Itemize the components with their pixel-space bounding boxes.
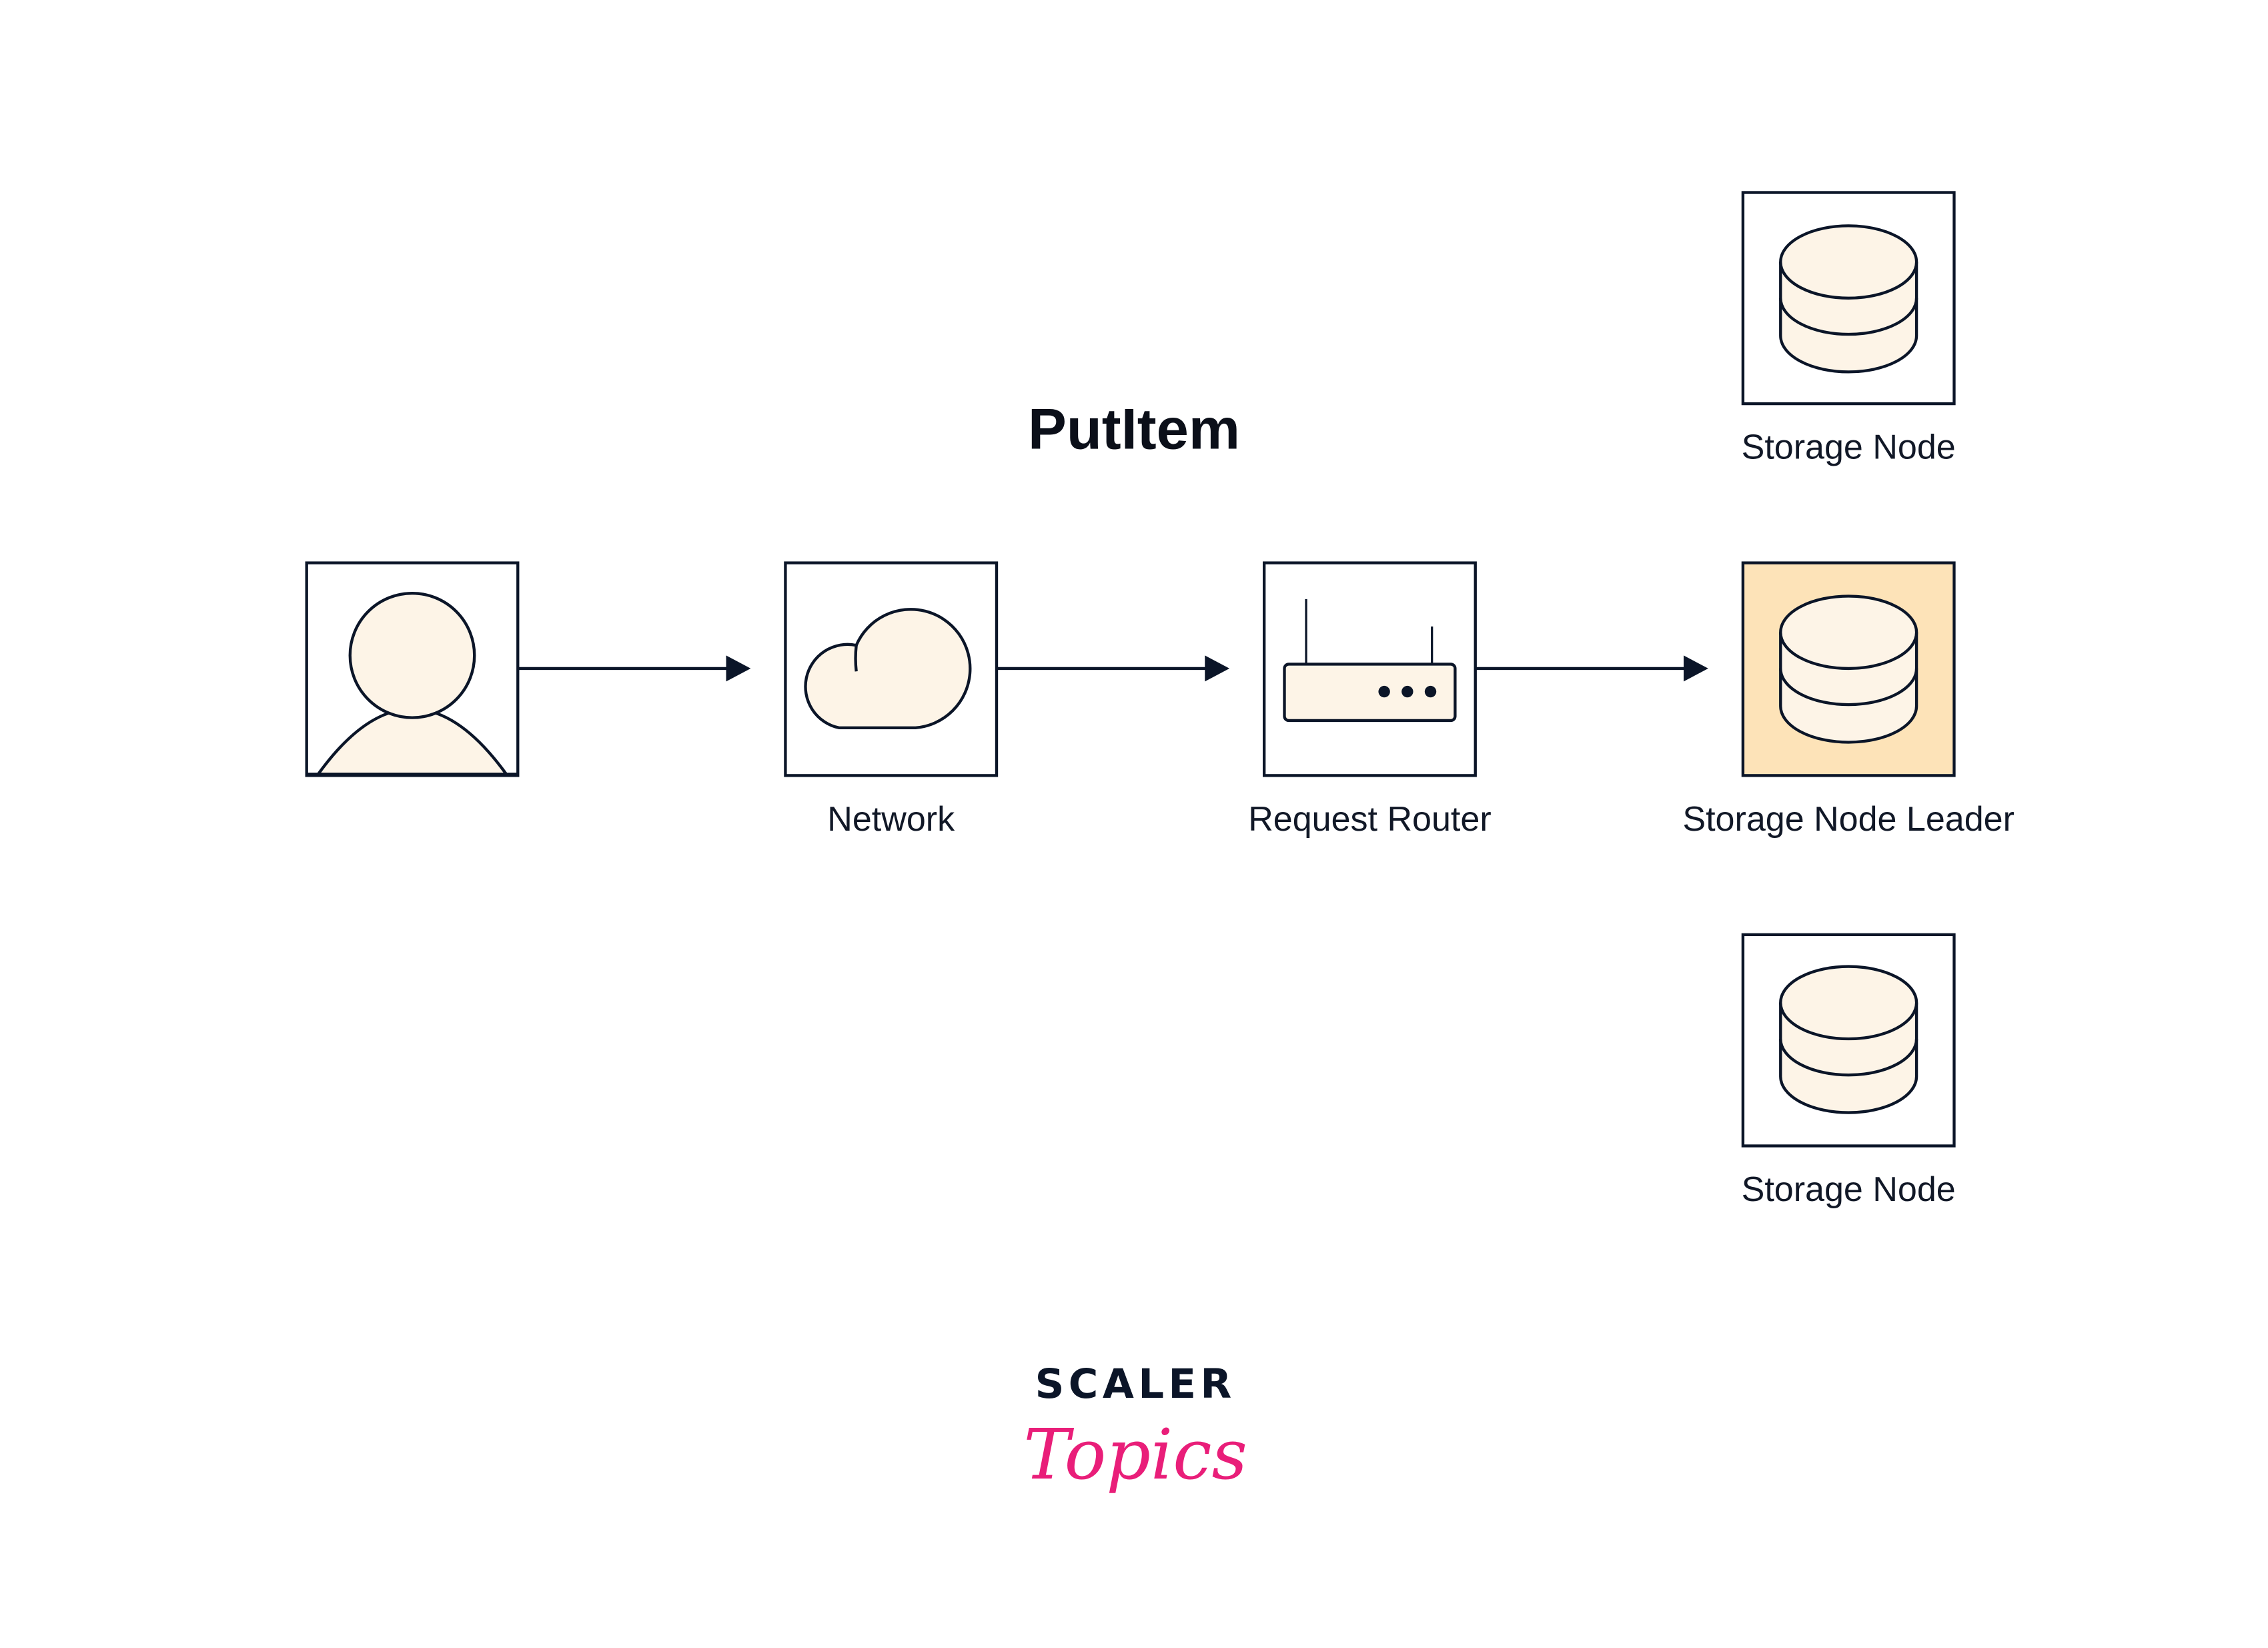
edge-user-network: [518, 655, 751, 682]
node-label-router: Request Router: [1248, 800, 1491, 839]
node-label-storage-top: Storage Node: [1742, 428, 1956, 466]
scaler-topics-logo: SCALER Topics: [1023, 1361, 1247, 1495]
node-storage-bottom[interactable]: Storage Node: [1742, 933, 1956, 1209]
edge-router-leader: [1475, 655, 1708, 682]
user-icon: [306, 591, 518, 776]
node-label-leader: Storage Node Leader: [1682, 800, 2015, 839]
database-icon: [1779, 594, 1918, 744]
logo-topics: Topics: [1023, 1414, 1247, 1495]
cloud-icon: [804, 608, 972, 729]
node-storage-top[interactable]: Storage Node: [1742, 191, 1956, 467]
diagram-title: PutItem: [1028, 396, 1240, 461]
node-router[interactable]: Request Router: [1248, 561, 1492, 839]
database-icon: [1779, 965, 1918, 1114]
node-network[interactable]: Network: [784, 561, 999, 839]
node-leader[interactable]: Storage Node Leader: [1682, 561, 2015, 839]
router-icon: [1283, 598, 1457, 723]
node-user[interactable]: [305, 561, 520, 777]
logo-scaler: SCALER: [1035, 1361, 1236, 1408]
node-label-storage-bottom: Storage Node: [1742, 1170, 1956, 1209]
edge-network-router: [997, 655, 1230, 682]
node-label-network: Network: [827, 800, 955, 839]
database-icon: [1779, 224, 1918, 374]
